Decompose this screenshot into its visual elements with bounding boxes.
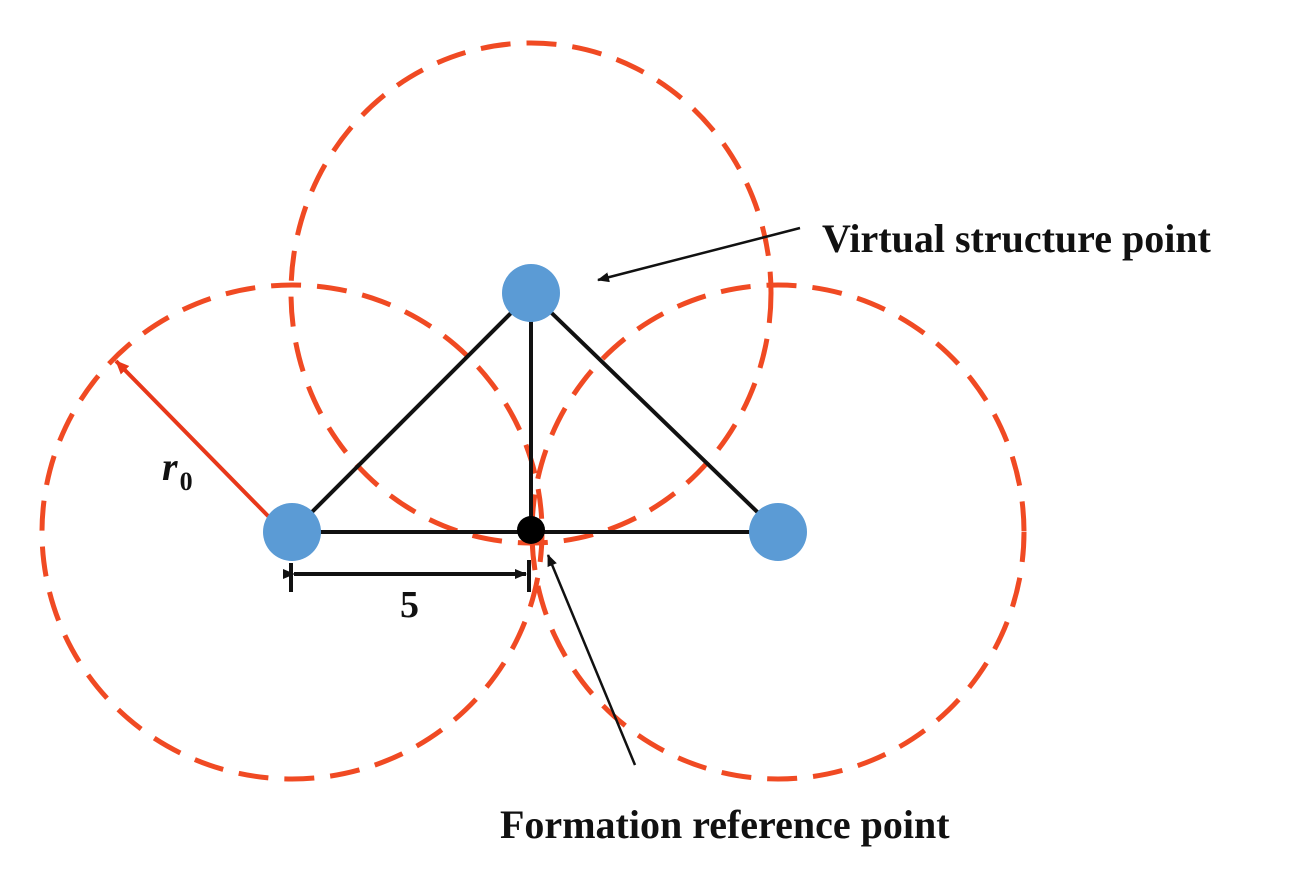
virtual-point-left xyxy=(263,503,321,561)
reference-point-pointer-arrow xyxy=(546,554,637,766)
range-circle-right xyxy=(529,282,1027,782)
virtual-structure-point-label: Virtual structure point xyxy=(822,216,1212,261)
radius-label: r0 xyxy=(162,444,193,496)
radius-arrow xyxy=(114,359,272,520)
edge-top-right xyxy=(529,291,780,534)
virtual-structure-points xyxy=(263,264,807,561)
virtual-point-right xyxy=(749,503,807,561)
virtual-point-top xyxy=(502,264,560,322)
virtual-point-pointer-arrow xyxy=(597,226,801,283)
formation-reference-point xyxy=(517,516,545,544)
edge-top-left xyxy=(290,291,533,534)
distance-dimension xyxy=(283,560,531,592)
distance-label: 5 xyxy=(400,584,419,626)
radius-symbol: r xyxy=(162,444,178,489)
formation-reference-point-label: Formation reference point xyxy=(500,802,950,847)
radius-subscript: 0 xyxy=(180,467,193,496)
